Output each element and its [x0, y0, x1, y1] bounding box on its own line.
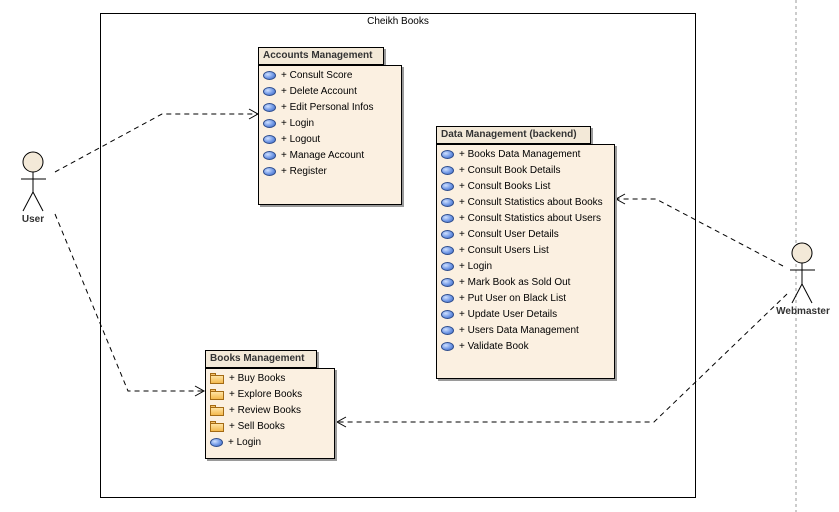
use-case-icon [441, 325, 454, 335]
package-item-label: + Consult Statistics about Users [459, 213, 602, 224]
dependency-user-accounts [54, 113, 258, 173]
package-item-label: + Consult Book Details [459, 165, 561, 176]
package-item-label: + Consult Users List [459, 245, 549, 256]
package-item-label: + Sell Books [229, 421, 285, 432]
use-case-icon [210, 437, 223, 447]
use-case-icon [441, 229, 454, 239]
folder-icon [210, 420, 224, 432]
package-item-label: + Mark Book as Sold Out [459, 277, 571, 288]
package-item[interactable]: + Buy Books [210, 371, 285, 387]
use-case-icon [441, 261, 454, 271]
package-item-label: + Consult Score [281, 70, 353, 81]
package-item[interactable]: + Consult User Details [441, 227, 559, 243]
package-item[interactable]: + Users Data Management [441, 323, 579, 339]
use-case-icon [263, 70, 276, 80]
package-item-label: + Login [228, 437, 262, 448]
package-item-label: + Review Books [229, 405, 301, 416]
user-actor-label: User [21, 214, 45, 225]
package-item-label: + Consult User Details [459, 229, 559, 240]
system-boundary [100, 13, 696, 498]
package-title: Books Management [210, 353, 305, 364]
use-case-icon [441, 165, 454, 175]
package-item[interactable]: + Sell Books [210, 419, 285, 435]
use-case-icon [441, 149, 454, 159]
use-case-icon [441, 293, 454, 303]
arrowhead [335, 416, 347, 428]
use-case-icon [441, 197, 454, 207]
dependency-webmaster-books [337, 293, 788, 423]
package-item-label: + Consult Books List [459, 181, 551, 192]
package-title: Accounts Management [263, 50, 373, 61]
use-case-icon [441, 341, 454, 351]
package-item-label: + Edit Personal Infos [281, 102, 374, 113]
package-item[interactable]: + Put User on Black List [441, 291, 566, 307]
folder-icon [210, 372, 224, 384]
package-item[interactable]: + Manage Account [263, 148, 364, 164]
user-actor-figure[interactable] [21, 151, 46, 212]
use-case-icon [263, 150, 276, 160]
dependency-user-books [54, 213, 204, 392]
arrowhead [194, 385, 206, 397]
package-item-label: + Manage Account [281, 150, 365, 161]
package-item-label: + Explore Books [229, 389, 303, 400]
package-item[interactable]: + Login [441, 259, 492, 275]
package-item-label: + Register [281, 166, 327, 177]
use-case-icon [441, 277, 454, 287]
package-item[interactable]: + Logout [263, 132, 320, 148]
package-item[interactable]: + Consult Books List [441, 179, 550, 195]
package-books-management[interactable]: + Buy Books + Explore Books + Review Books… [205, 368, 335, 459]
use-case-icon [263, 102, 276, 112]
package-item-label: + Books Data Management [459, 149, 581, 160]
package-tab-data[interactable]: Data Management (backend) [436, 126, 591, 144]
package-tab-accounts[interactable]: Accounts Management [258, 47, 384, 65]
package-item[interactable]: + Consult Users List [441, 243, 549, 259]
arrowhead [614, 193, 626, 205]
package-item[interactable]: + Consult Score [263, 68, 352, 84]
package-item[interactable]: + Consult Book Details [441, 163, 560, 179]
package-item[interactable]: + Consult Statistics about Users [441, 211, 601, 227]
package-item-label: + Users Data Management [459, 325, 579, 336]
package-item[interactable]: + Mark Book as Sold Out [441, 275, 570, 291]
folder-icon [210, 404, 224, 416]
webmaster-actor-figure[interactable] [790, 242, 815, 304]
package-tab-books[interactable]: Books Management [205, 350, 317, 368]
system-title: Cheikh Books [367, 16, 429, 27]
package-item-label: + Login [459, 261, 493, 272]
use-case-icon [263, 86, 276, 96]
package-item-label: + Buy Books [229, 373, 286, 384]
package-item-label: + Consult Statistics about Books [459, 197, 603, 208]
use-case-icon [263, 118, 276, 128]
use-case-icon [441, 245, 454, 255]
package-item[interactable]: + Login [210, 435, 261, 451]
use-case-icon [441, 309, 454, 319]
use-case-icon [263, 166, 276, 176]
package-item-label: + Logout [281, 134, 321, 145]
package-accounts-management[interactable]: + Consult Score + Delete Account + Edit Pe… [258, 65, 402, 205]
package-item[interactable]: + Delete Account [263, 84, 357, 100]
package-item-label: + Validate Book [459, 341, 529, 352]
package-data-management[interactable]: + Books Data Management + Consult Book De… [436, 144, 615, 379]
package-item[interactable]: + Update User Details [441, 307, 557, 323]
package-item[interactable]: + Validate Book [441, 339, 529, 355]
package-item[interactable]: + Books Data Management [441, 147, 580, 163]
package-item-label: + Update User Details [459, 309, 558, 320]
use-case-icon [441, 181, 454, 191]
use-case-icon [441, 213, 454, 223]
package-title: Data Management (backend) [441, 129, 577, 140]
package-item[interactable]: + Register [263, 164, 327, 180]
package-item-label: + Delete Account [281, 86, 357, 97]
use-case-icon [263, 134, 276, 144]
package-item[interactable]: + Explore Books [210, 387, 302, 403]
package-item[interactable]: + Login [263, 116, 314, 132]
package-item[interactable]: + Review Books [210, 403, 301, 419]
package-item-label: + Put User on Black List [459, 293, 566, 304]
package-item-label: + Login [281, 118, 315, 129]
package-item[interactable]: + Consult Statistics about Books [441, 195, 603, 211]
folder-icon [210, 388, 224, 400]
webmaster-actor-label: Webmaster [776, 306, 830, 317]
package-item[interactable]: + Edit Personal Infos [263, 100, 374, 116]
dependency-webmaster-data [616, 198, 784, 267]
